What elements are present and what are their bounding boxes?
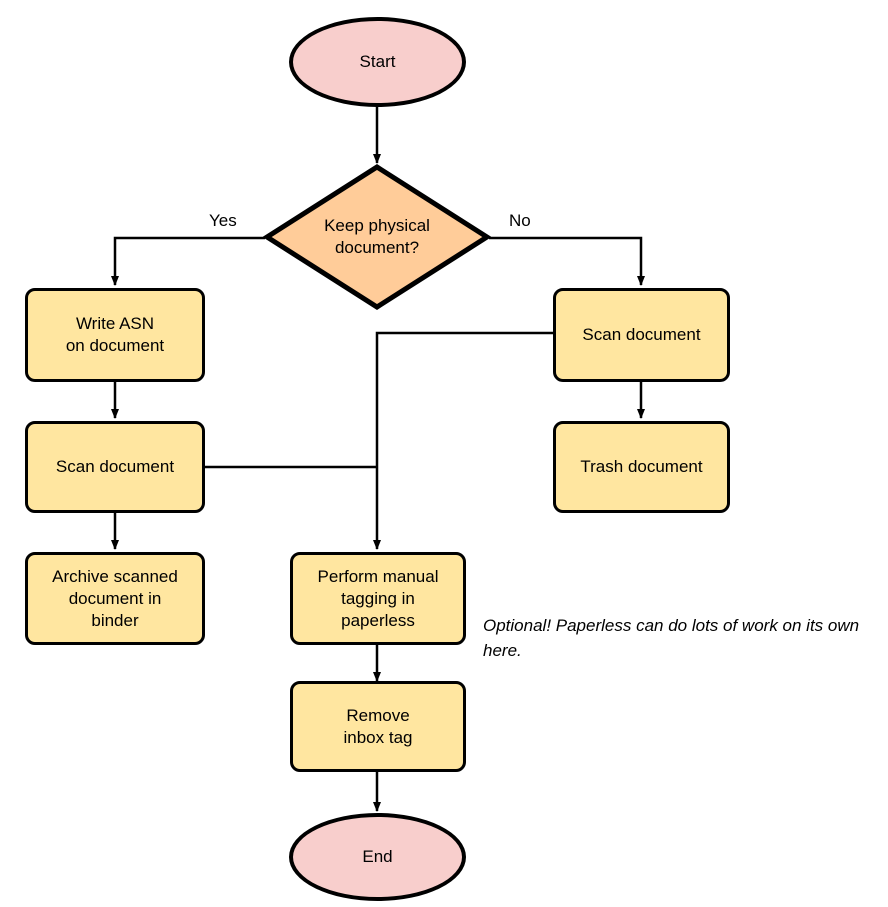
node-decision[interactable]: Keep physical document?: [263, 163, 491, 311]
annotation-optional-note: Optional! Paperless can do lots of work …: [483, 588, 883, 663]
node-scan-document-right[interactable]: Scan document: [553, 288, 730, 382]
node-scan-document-left-label: Scan document: [55, 457, 175, 476]
edge-decision-no-to-scan-right: [489, 236, 645, 286]
node-manual-tagging-label: Perform manual tagging in paperless: [317, 566, 439, 630]
node-trash-document-label: Trash document: [580, 457, 703, 476]
node-start[interactable]: Start: [289, 17, 466, 107]
edge-label-yes-text: Yes: [209, 211, 237, 230]
node-scan-document-right-label: Scan document: [582, 325, 701, 344]
annotation-optional-note-text: Optional! Paperless can do lots of work …: [483, 616, 860, 660]
edge-label-no: No: [509, 211, 531, 231]
node-trash-document[interactable]: Trash document: [553, 421, 730, 513]
node-write-asn-label: Write ASN on document: [65, 314, 165, 355]
node-scan-document-left[interactable]: Scan document: [25, 421, 205, 513]
edge-label-no-text: No: [509, 211, 531, 230]
node-start-label: Start: [359, 52, 396, 71]
diamond-shape: [263, 164, 491, 310]
node-remove-inbox-tag-label: Remove inbox tag: [343, 705, 413, 747]
node-write-asn[interactable]: Write ASN on document: [25, 288, 205, 382]
node-remove-inbox-tag[interactable]: Remove inbox tag: [290, 681, 466, 772]
node-archive-binder[interactable]: Archive scanned document in binder: [25, 552, 205, 645]
edge-scan-right-to-tagging: [373, 331, 553, 550]
node-manual-tagging[interactable]: Perform manual tagging in paperless: [290, 552, 466, 645]
node-decision-label: Keep physical document?: [324, 216, 430, 257]
edge-decision-yes-to-write-asn: [111, 236, 265, 286]
node-archive-binder-label: Archive scanned document in binder: [52, 566, 178, 630]
node-end[interactable]: End: [289, 813, 466, 901]
edge-label-yes: Yes: [209, 211, 237, 231]
node-end-label: End: [362, 847, 393, 866]
